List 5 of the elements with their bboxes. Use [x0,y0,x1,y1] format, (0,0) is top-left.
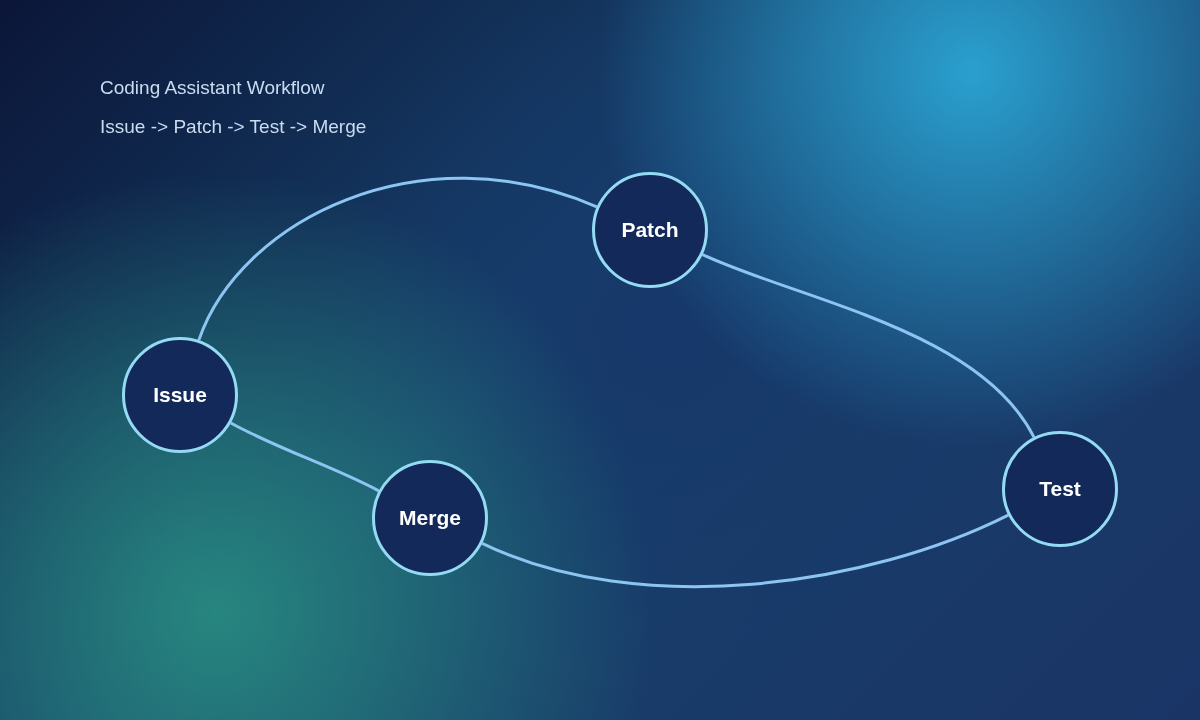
connector-line [701,253,1036,438]
connector-line [481,513,1009,589]
subtitle-text: Issue -> Patch -> Test -> Merge [100,114,367,139]
connector-line [230,421,380,493]
diagram-title: Coding Assistant Workflow [100,76,326,100]
